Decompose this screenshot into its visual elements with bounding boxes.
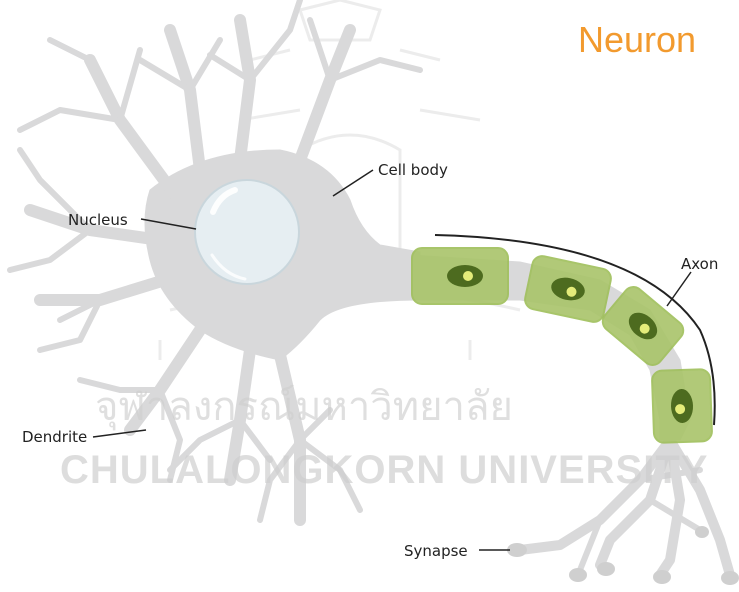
nucleus [195, 180, 299, 284]
synapse-knobs [507, 526, 739, 585]
watermark-english: CHULALONGKORN UNIVERSITY [60, 448, 708, 492]
label-axon: Axon [681, 255, 718, 273]
label-synapse: Synapse [404, 542, 468, 560]
dendrite-leader [93, 430, 146, 437]
watermark-thai: จุฬาลงกรณ์มหาวิทยาลัย [95, 384, 513, 431]
myelin-segment [652, 369, 712, 443]
label-dendrite: Dendrite [22, 428, 87, 446]
axon-leader [667, 272, 691, 306]
myelin-segment [412, 248, 508, 304]
myelin-segment [523, 254, 612, 323]
diagram-title: Neuron [578, 19, 696, 60]
label-nucleus: Nucleus [68, 211, 128, 229]
label-cell-body: Cell body [378, 161, 448, 179]
